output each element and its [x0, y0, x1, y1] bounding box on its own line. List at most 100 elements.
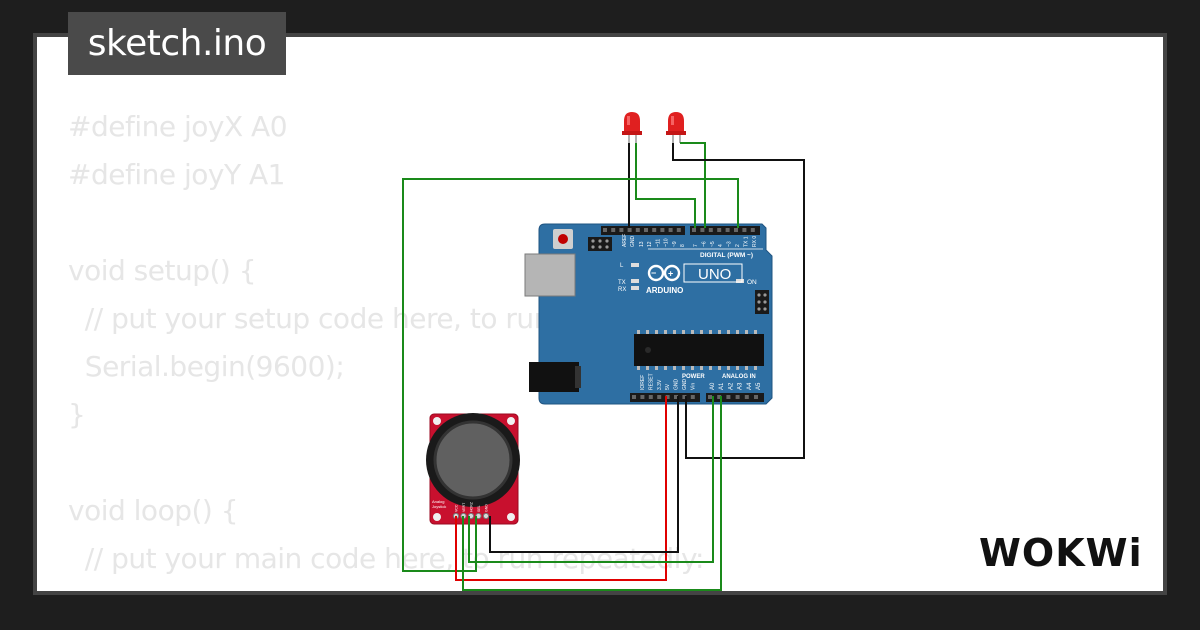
board-model-label: UNO [698, 266, 731, 283]
digital-pin-label: 12 [647, 241, 653, 247]
wire-led2-gnd [672, 143, 805, 459]
analog-header [706, 393, 764, 402]
digital-pin-label: ~9 [672, 241, 678, 247]
rx-led [631, 286, 639, 290]
board-maker-label: ARDUINO [646, 286, 683, 295]
header-pin[interactable] [627, 228, 632, 232]
digital-pin-label: ~11 [655, 239, 661, 247]
arduino-infinity-logo [647, 264, 681, 282]
wire-led2-pin [680, 142, 706, 228]
chip-leg [673, 366, 676, 370]
power-pin-label: GND [674, 379, 680, 391]
digital-pin-label: 4 [718, 244, 724, 247]
wokwi-logo-text: WOKWi [979, 531, 1143, 575]
analog-pin-label: A5 [756, 382, 762, 390]
rx-label: RX [618, 287, 626, 293]
joystick-knob[interactable] [433, 420, 513, 500]
power-pin-label: RESET [648, 373, 654, 390]
header-pin[interactable] [744, 395, 749, 399]
red-led-1[interactable] [622, 112, 642, 143]
icsp-header-right [755, 290, 769, 314]
header-pin[interactable] [657, 395, 662, 399]
digital-pin-label: ~10 [664, 238, 670, 247]
header-pin[interactable] [682, 395, 687, 399]
header-pin[interactable] [668, 228, 673, 232]
chip-leg [727, 366, 730, 370]
header-pin[interactable] [690, 395, 695, 399]
header-pin[interactable] [644, 228, 648, 232]
analog-pin-label: A1 [719, 382, 725, 390]
chip-leg [727, 330, 730, 334]
chip-leg [664, 366, 667, 370]
icsp-header [588, 237, 612, 251]
code-line: int xValue = analogRead(joyX); [68, 583, 704, 591]
digital-pin-label: 13 [639, 241, 645, 247]
header-pin[interactable] [726, 395, 731, 399]
l-label: L [620, 263, 624, 269]
chip-leg [754, 330, 757, 334]
atmega-chip [634, 334, 764, 366]
chip-leg [745, 330, 748, 334]
header-pin[interactable] [750, 228, 755, 232]
joystick-pin[interactable] [482, 512, 490, 520]
chip-leg [700, 366, 703, 370]
power-pin-label: IOREF [640, 375, 646, 390]
digital-pin-label: ~5 [710, 241, 716, 247]
header-pin[interactable] [725, 228, 730, 232]
analog-pin-label: A0 [710, 382, 716, 390]
header-pin[interactable] [648, 395, 653, 399]
header-pin[interactable] [665, 395, 670, 399]
joystick-pin-label: HORZ [470, 501, 474, 512]
power-pin-label: 5V [665, 383, 671, 390]
power-jack [529, 362, 579, 392]
chip-leg [637, 366, 640, 370]
power-pin-label: 3.3V [657, 379, 663, 390]
digital-pin-label: 2 [735, 244, 741, 247]
code-line: Serial.begin(9600); [68, 350, 345, 383]
digital-pin-label: ~6 [701, 241, 707, 247]
header-pin[interactable] [674, 395, 678, 399]
header-pin[interactable] [676, 228, 681, 232]
chip-leg [691, 366, 694, 370]
header-pin[interactable] [708, 395, 712, 399]
header-pin[interactable] [735, 395, 740, 399]
header-pin[interactable] [603, 228, 607, 232]
header-pin[interactable] [717, 228, 722, 232]
header-pin[interactable] [635, 228, 640, 232]
joystick-pin-label: GND [485, 504, 489, 512]
digital-pin-label: TX 1 [743, 236, 749, 247]
chip-leg [718, 366, 721, 370]
header-pin[interactable] [660, 228, 665, 232]
wokwi-logo: WOKWi [979, 531, 1143, 575]
chip-leg [682, 366, 685, 370]
header-pin[interactable] [742, 228, 747, 232]
wire-joy-horz [468, 396, 714, 563]
red-led-2[interactable] [666, 112, 686, 143]
chip-leg [709, 366, 712, 370]
header-pin[interactable] [632, 395, 636, 399]
header-pin[interactable] [640, 395, 645, 399]
header-pin[interactable] [708, 228, 713, 232]
analog-pin-label: A2 [728, 382, 734, 390]
header-pin[interactable] [692, 228, 696, 232]
header-pin[interactable] [611, 228, 616, 232]
header-pin[interactable] [619, 228, 624, 232]
file-name-tab[interactable]: sketch.ino [68, 12, 286, 75]
header-pin[interactable] [734, 228, 738, 232]
analog-pin-label: A4 [747, 382, 753, 390]
header-pin[interactable] [717, 395, 722, 399]
wire-joy-vcc [455, 396, 667, 581]
header-pin[interactable] [700, 228, 705, 232]
joystick-pin-label: VCC [455, 504, 459, 512]
usb-port [524, 253, 576, 297]
header-pin[interactable] [754, 395, 758, 399]
chip-leg [664, 330, 667, 334]
chip-leg [682, 330, 685, 334]
digital-pin-label: RX 0 [752, 236, 758, 247]
power-pin-label: Vin [690, 383, 696, 390]
header-pin[interactable] [652, 228, 657, 232]
